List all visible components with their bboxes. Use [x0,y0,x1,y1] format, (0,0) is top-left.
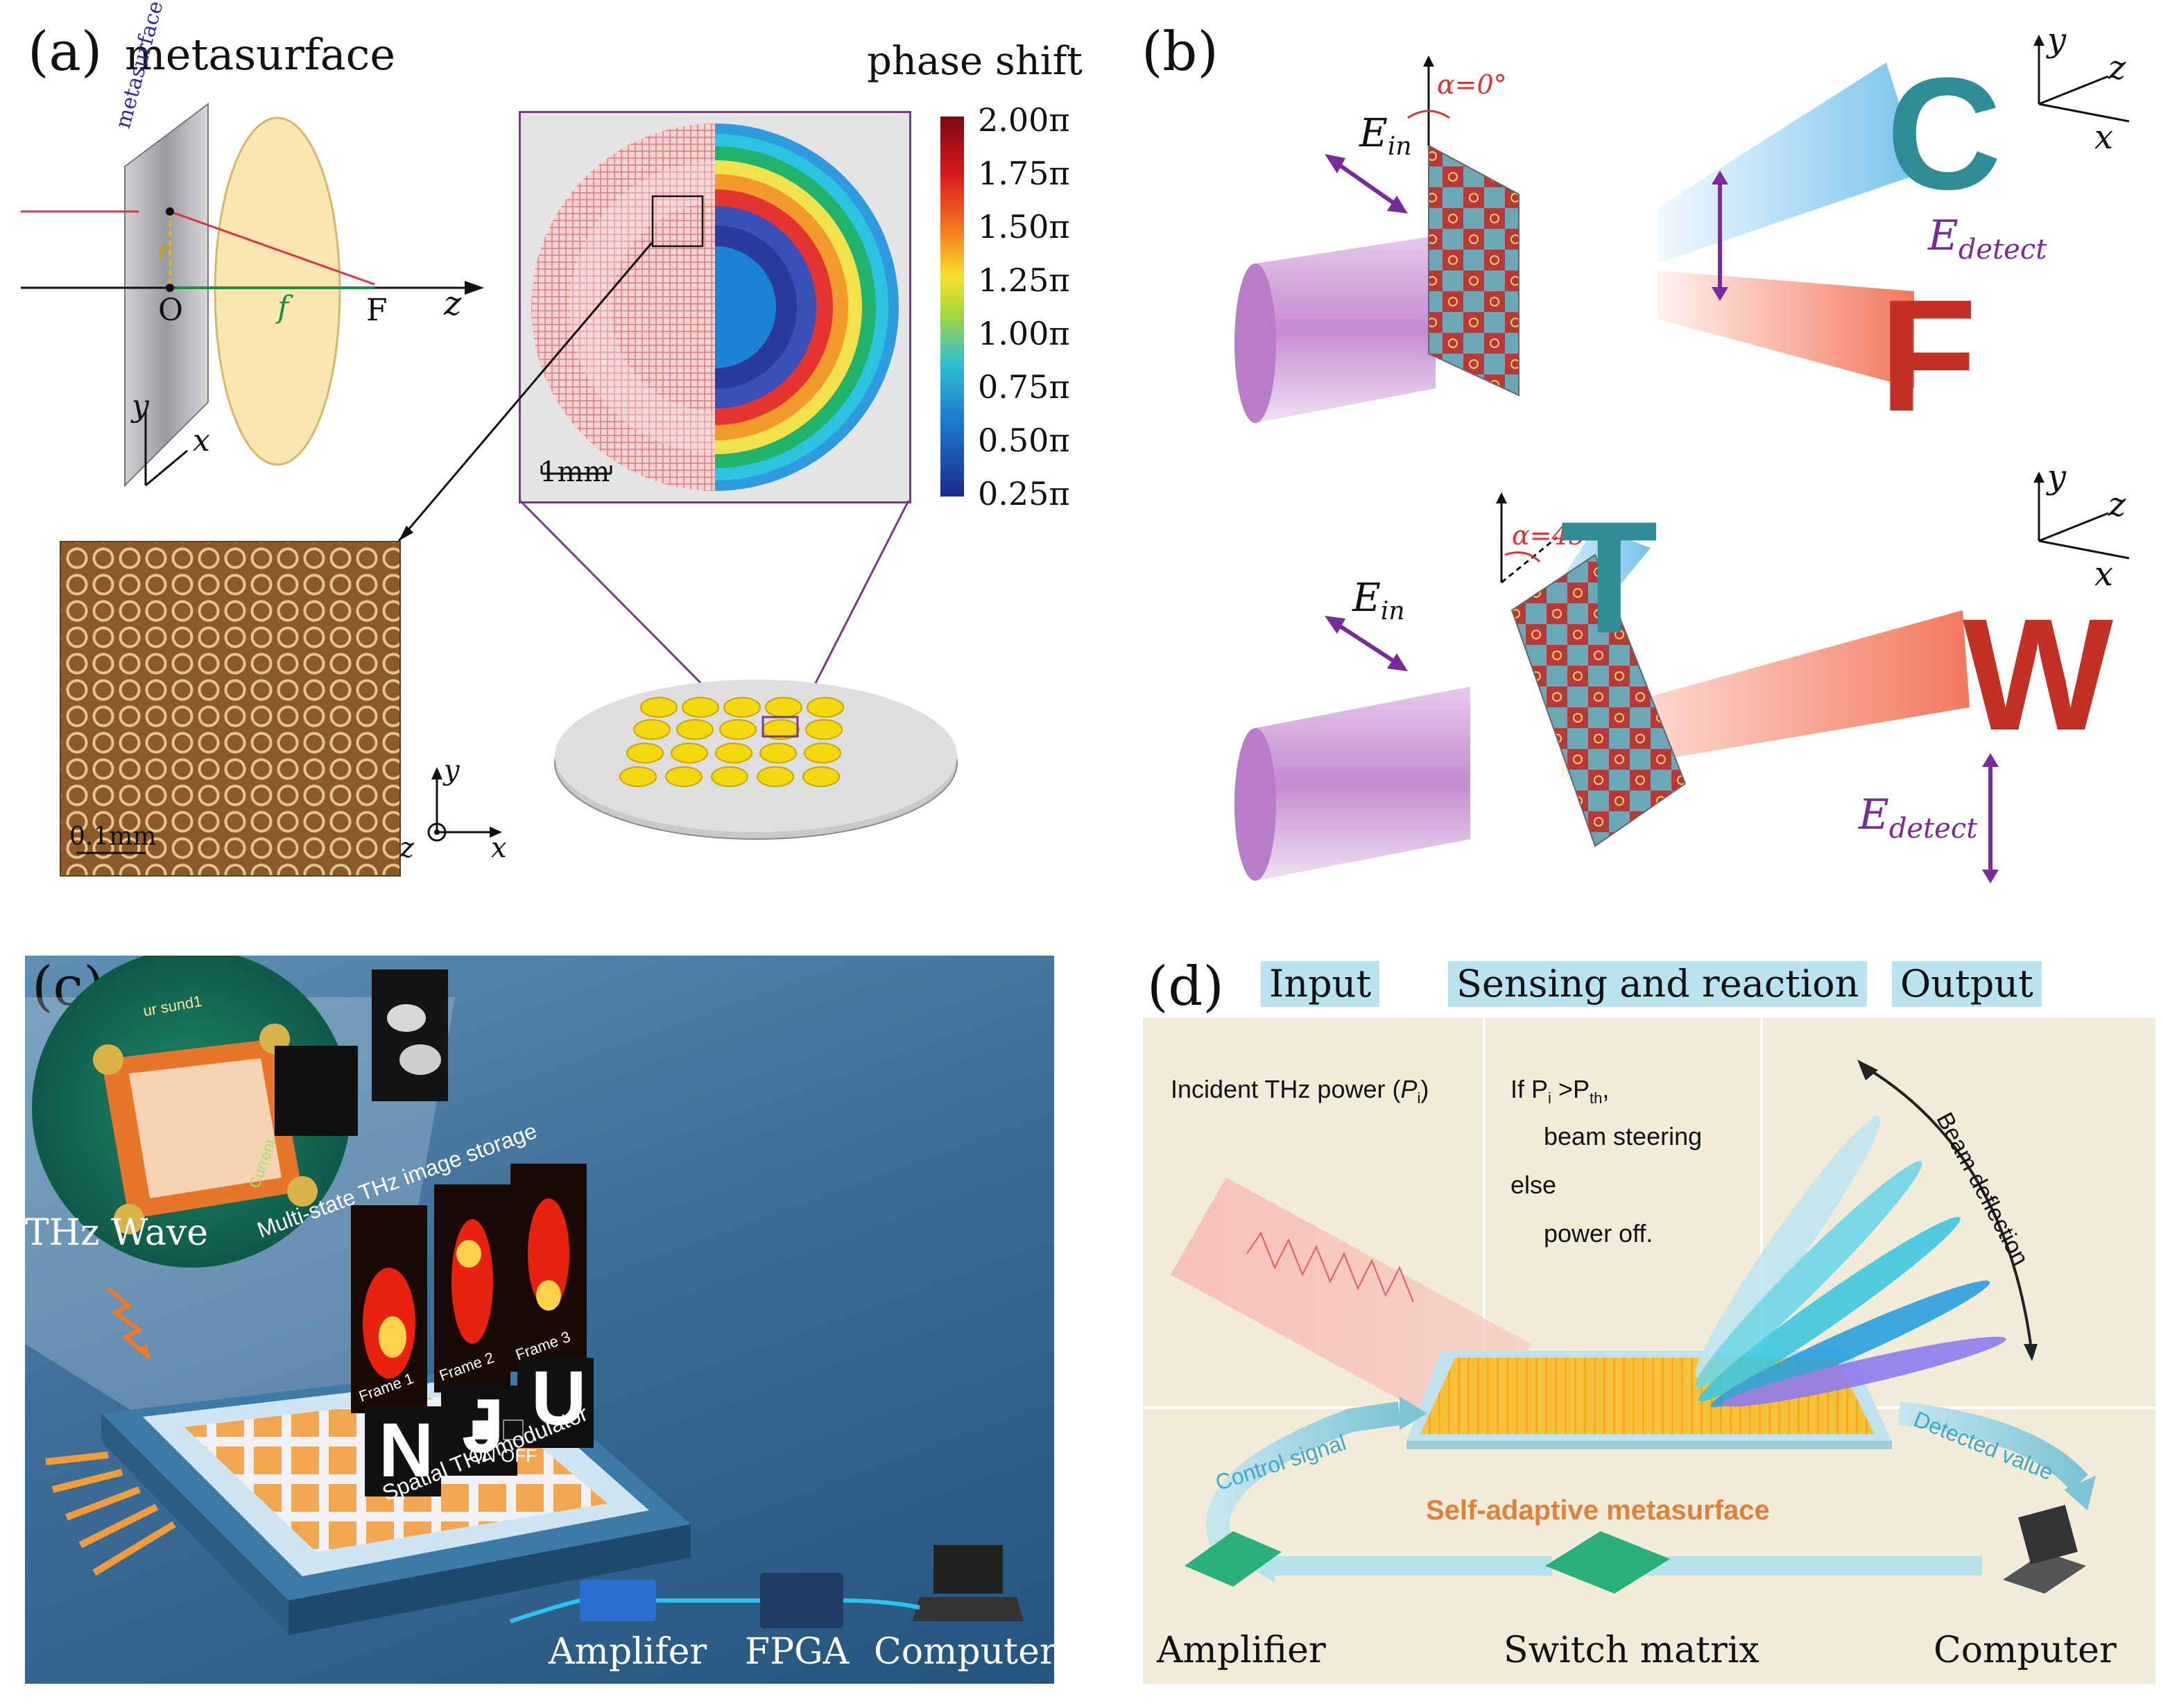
header-input: Input [1261,961,1380,1007]
panel-d: (d) Input Sensing and reaction Output [1143,956,2155,1684]
device-computer: Computer [1934,1630,2117,1671]
condition-line-1: If Pi >Pth, [1510,1075,1610,1107]
letter-u: U [531,1356,587,1441]
letter-t: T [1560,488,1658,666]
e-in-bottom: Ein [1352,576,1405,626]
micro-axis-z: z [399,832,415,864]
letter-f: F [1879,266,1977,445]
metasurface-plate [124,103,209,488]
axis-y-bottom: y [2047,458,2067,497]
point-f: F [366,293,388,328]
panel-a-title: metasurface [125,29,396,80]
storage-pattern [275,1046,358,1136]
axis-x-bottom: x [2094,555,2114,594]
header-output: Output [1892,961,2042,1007]
off-label: OFF [501,1445,537,1466]
label-r: r [157,236,171,268]
device-fpga: FPGA [745,1631,850,1673]
thz-wave-label: THz Wave [25,1212,209,1254]
micro-scale [76,852,146,854]
axis-y-top: y [2047,21,2067,60]
colorbar [940,117,964,497]
panel-c: (c) [25,956,1054,1684]
micro-axis-x: x [491,832,507,864]
self-adaptive-label: Self-adaptive metasurface [1426,1495,1770,1526]
axis-z-top: z [2108,49,2126,87]
metasurface-bottom [1510,553,1687,847]
device-amplifier: Amplifer [549,1631,707,1673]
condition-line-4: power off. [1544,1219,1653,1248]
letter-w: W [1963,585,2114,764]
label-f: f [277,290,289,325]
scale-01mm: 0.1mm [69,822,157,851]
header-sensing: Sensing and reaction [1448,961,1868,1007]
condition-line-3: else [1510,1171,1557,1199]
scale-1mm: 1mm [540,456,610,488]
phase-map-frame [519,111,911,503]
letter-tile-n [365,1406,441,1496]
axis-y: y [132,388,149,424]
lens-face [214,117,341,466]
colorbar-tick: 1.50π [978,208,1070,245]
letter-j: J [462,1383,505,1469]
incident-power-label: Incident THz power (Pi) [1171,1075,1429,1107]
storage-image [372,969,448,1101]
e-detect-bottom: Edetect [1859,791,1978,845]
device-switch-matrix: Switch matrix [1504,1630,1759,1671]
on-label: ON [469,1445,496,1466]
point-o: O [158,293,184,328]
micro-axis-y: y [444,754,460,786]
panel-a-tag: (a) [28,21,103,83]
angle-bottom: α=45° [1512,520,1599,551]
switch-matrix-board [1545,1531,1670,1594]
colorbar-tick: 1.75π [978,155,1070,192]
metalens-schematic [21,103,484,488]
section-divider [1760,1018,1763,1406]
device-computer: Computer [874,1631,1054,1673]
device-amplifier: Amplifier [1157,1630,1326,1671]
panel-b-graphic [1234,35,2130,883]
lens-array [619,697,844,787]
axis-x-top: x [2094,118,2114,157]
e-detect-top: Edetect [1928,212,2047,266]
off-swatch [503,1420,524,1440]
colorbar-tick: 1.00π [978,315,1070,352]
letter-tile-u [517,1358,594,1448]
metasurface-top [1428,144,1519,397]
laptop [2003,1552,2086,1594]
axis-z-bottom: z [2108,485,2126,524]
on-swatch [472,1420,492,1440]
micro-axes [427,767,502,842]
angle-top: α=0° [1437,69,1507,100]
amplifier-board [580,1580,656,1621]
colorbar-tick: 2.00π [978,101,1070,139]
panel-d-tag: (d) [1147,956,1224,1018]
colorbar-tick: 1.25π [978,261,1070,299]
letter-c: C [1886,44,2002,223]
colorbar-tick: 0.25π [978,475,1070,512]
sample-disc [554,680,958,840]
section-divider [1483,1018,1486,1406]
letter-n: N [379,1408,434,1493]
fpga-board [760,1573,843,1628]
micrograph [60,541,401,877]
e-in-top: Ein [1359,111,1412,162]
axis-z: z [444,284,462,323]
panel-b-tag: (b) [1142,21,1219,83]
panel-a: (a) metasurface metasurface O F z r f y … [0,0,1089,895]
colorbar-title: phase shift [867,39,1083,84]
condition-line-2: beam steering [1544,1122,1703,1150]
phase-map [531,123,899,491]
panel-b: (b) [1110,0,2161,902]
colorbar-tick: 0.50π [978,422,1070,459]
panel-d-graphic [1171,1060,2096,1594]
colorbar-tick: 0.75π [978,368,1070,406]
amplifier-board [1185,1531,1282,1587]
axis-x: x [193,423,210,458]
deflection-arc [1863,1065,2032,1345]
laptop-screen [933,1545,1003,1594]
panel-c-graphic [25,956,1024,1635]
